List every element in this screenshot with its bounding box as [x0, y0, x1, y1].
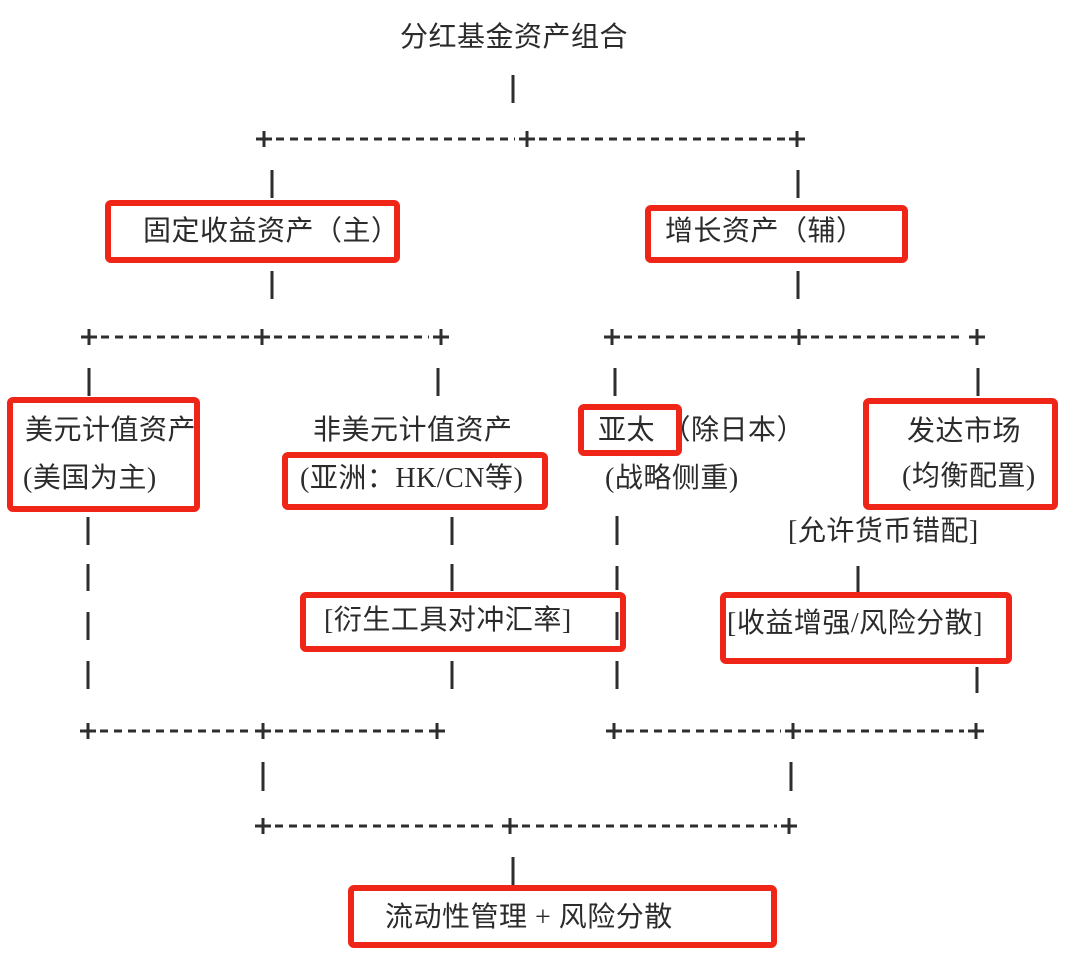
annotation-yield-risk: [收益增强/风险分散] [727, 608, 983, 639]
node-fixed-income: 固定收益资产（主） [143, 216, 400, 247]
node-apac-line2: (战略侧重) [605, 463, 739, 494]
node-non-usd-assets-line2: (亚洲：HK/CN等) [300, 463, 524, 494]
node-apac-line1: 亚太 （除日本） [598, 415, 806, 446]
diagram-title: 分红基金资产组合 [400, 22, 629, 53]
node-developed-line2: (均衡配置) [902, 461, 1036, 492]
annotation-currency-mismatch: [允许货币错配] [788, 516, 979, 547]
node-non-usd-assets-line1: 非美元计值资产 [313, 415, 513, 446]
node-usd-assets-line1: 美元计值资产 [25, 415, 197, 446]
node-growth: 增长资产（辅） [665, 216, 865, 247]
node-footer-liquidity: 流动性管理 + 风险分散 [385, 902, 673, 933]
annotation-fx-hedge: [衍生工具对冲汇率] [324, 605, 572, 636]
node-developed-line1: 发达市场 [907, 416, 1022, 447]
node-usd-assets-line2: (美国为主) [23, 463, 157, 494]
